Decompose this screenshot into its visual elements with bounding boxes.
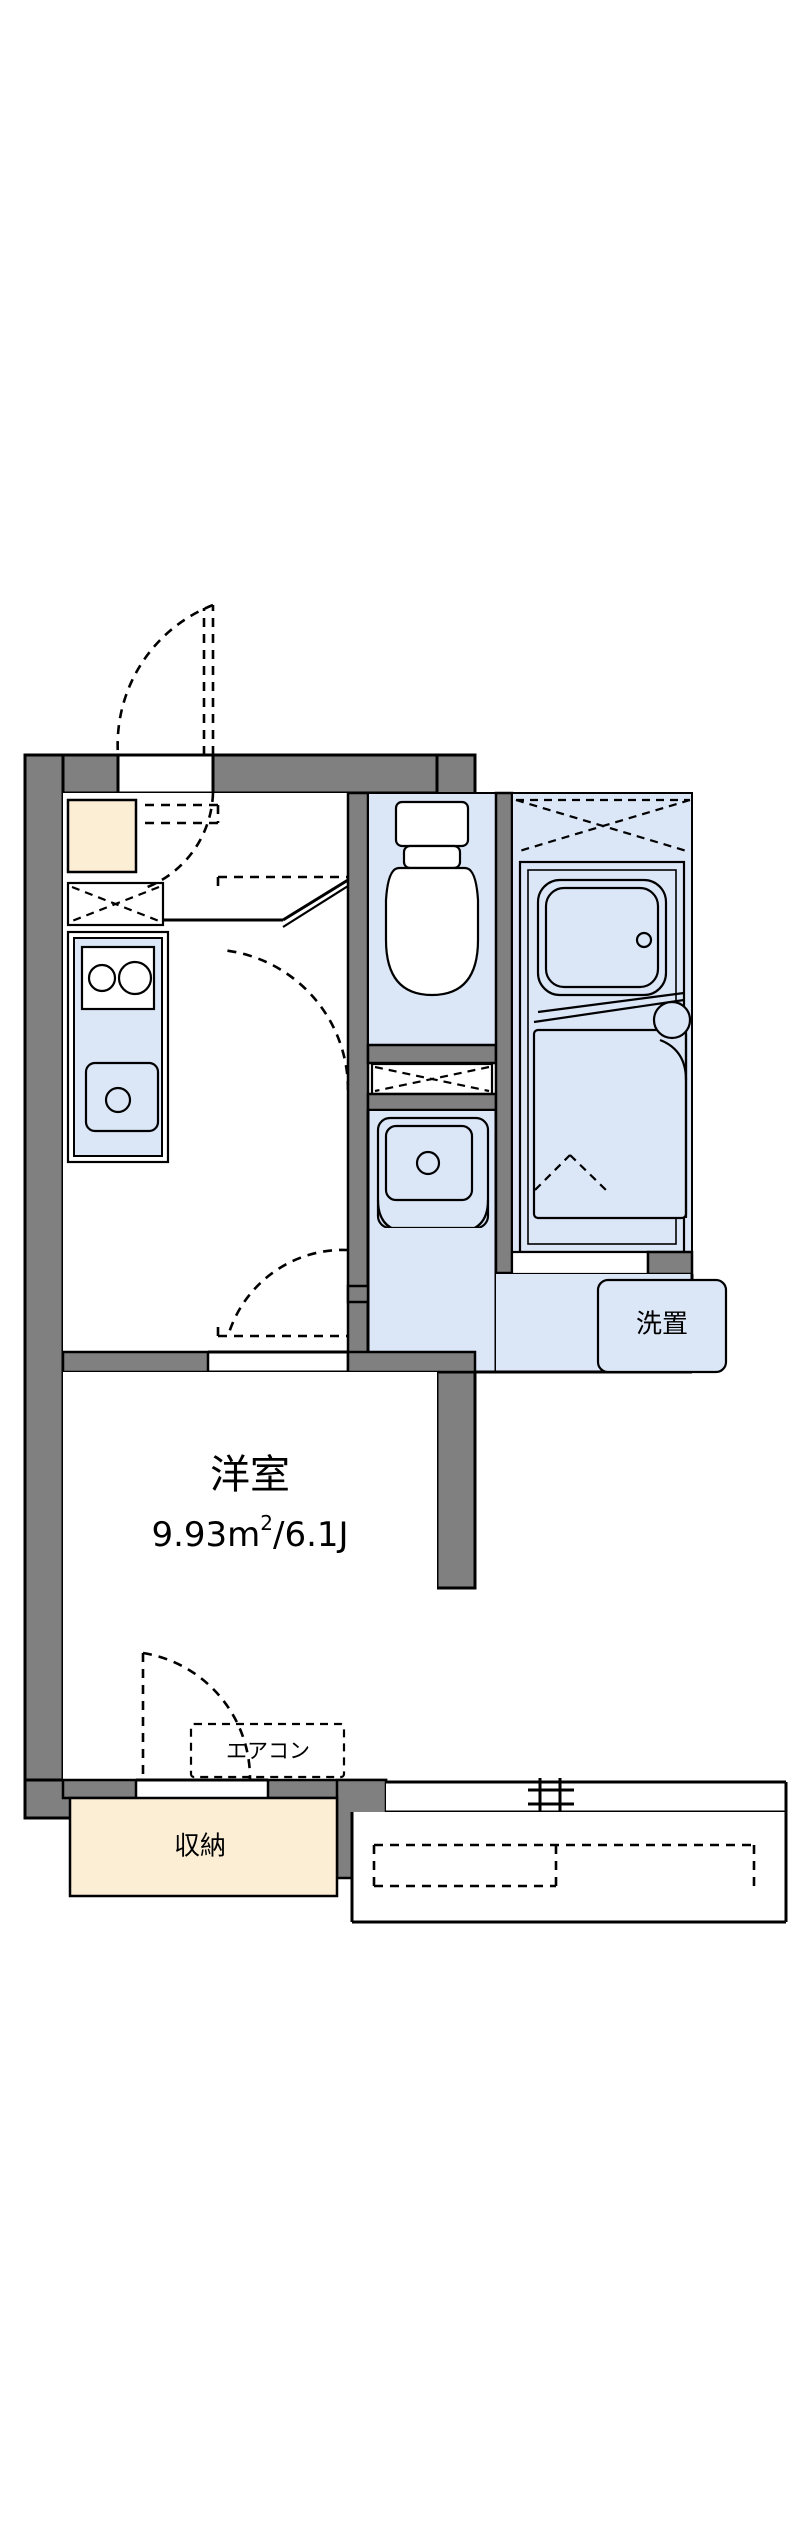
room-entry-door bbox=[216, 1248, 349, 1338]
balcony-sliding-door-marks bbox=[528, 1778, 574, 1816]
main-room-name: 洋室 bbox=[210, 1452, 290, 1498]
room-entry-opening bbox=[208, 1352, 348, 1372]
main-room-area-rest: /6.1J bbox=[273, 1515, 349, 1555]
bath-washing-area bbox=[532, 991, 692, 1220]
exterior-wall-left bbox=[23, 753, 65, 1820]
partition-wall-genkan-bottom bbox=[61, 1350, 210, 1374]
bathroom-wall-stub bbox=[646, 1250, 694, 1276]
kitchen-upper-cabinet-door bbox=[145, 803, 220, 825]
shoe-cupboard bbox=[66, 881, 165, 927]
closet-label: 収納 bbox=[174, 1832, 226, 1862]
two-burner-stove-fixture bbox=[80, 945, 156, 1011]
laundry-label: 洗置 bbox=[636, 1310, 688, 1340]
closet-opening bbox=[136, 1780, 268, 1798]
toilet-fixture bbox=[384, 800, 480, 997]
kitchen-counter bbox=[66, 930, 170, 1164]
partition-wall-sanitary-bottom bbox=[346, 1350, 477, 1374]
washroom-floor bbox=[368, 1228, 496, 1372]
closet-door-swing-icon bbox=[141, 1651, 252, 1781]
entrance-opening bbox=[118, 755, 213, 793]
entrance-door-swing-icon bbox=[116, 603, 215, 756]
main-room-area-label: 9.93m2/6.1J bbox=[151, 1511, 348, 1555]
kitchen-sink-fixture bbox=[84, 1061, 160, 1133]
partition-wall-toilet-bottom bbox=[366, 1043, 498, 1065]
washing-machine-pan bbox=[596, 1278, 728, 1374]
hallway-door-swing-icon bbox=[221, 948, 350, 1091]
washbasin-fixture bbox=[376, 1116, 490, 1234]
partition-wall-bath-left bbox=[494, 791, 514, 1275]
bathroom-threshold bbox=[510, 1250, 650, 1276]
refrigerator-space bbox=[66, 798, 138, 874]
toilet-door bbox=[370, 1062, 494, 1096]
main-room-floor bbox=[63, 1372, 437, 1780]
bathroom-door-icon bbox=[515, 798, 691, 854]
svg-text:9.93m2/6.1J: 9.93m2/6.1J bbox=[151, 1511, 348, 1555]
main-room-area-superscript: 2 bbox=[260, 1511, 273, 1535]
balcony-floor bbox=[352, 1812, 786, 1922]
closet-wall-top-left bbox=[61, 1778, 138, 1800]
aircon-label: エアコン bbox=[226, 1739, 310, 1763]
hallway-partition-door bbox=[163, 875, 349, 928]
washroom-door-jamb bbox=[346, 1284, 370, 1304]
balcony-dashed-outline bbox=[372, 1843, 756, 1888]
bathtub-fixture bbox=[536, 878, 668, 997]
partition-wall-washroom-top bbox=[366, 1092, 498, 1112]
balcony-sill bbox=[386, 1782, 786, 1812]
aircon-tag: エアコン bbox=[189, 1722, 346, 1779]
main-room-area-value: 9.93m bbox=[151, 1515, 260, 1555]
closet-area bbox=[68, 1796, 339, 1898]
